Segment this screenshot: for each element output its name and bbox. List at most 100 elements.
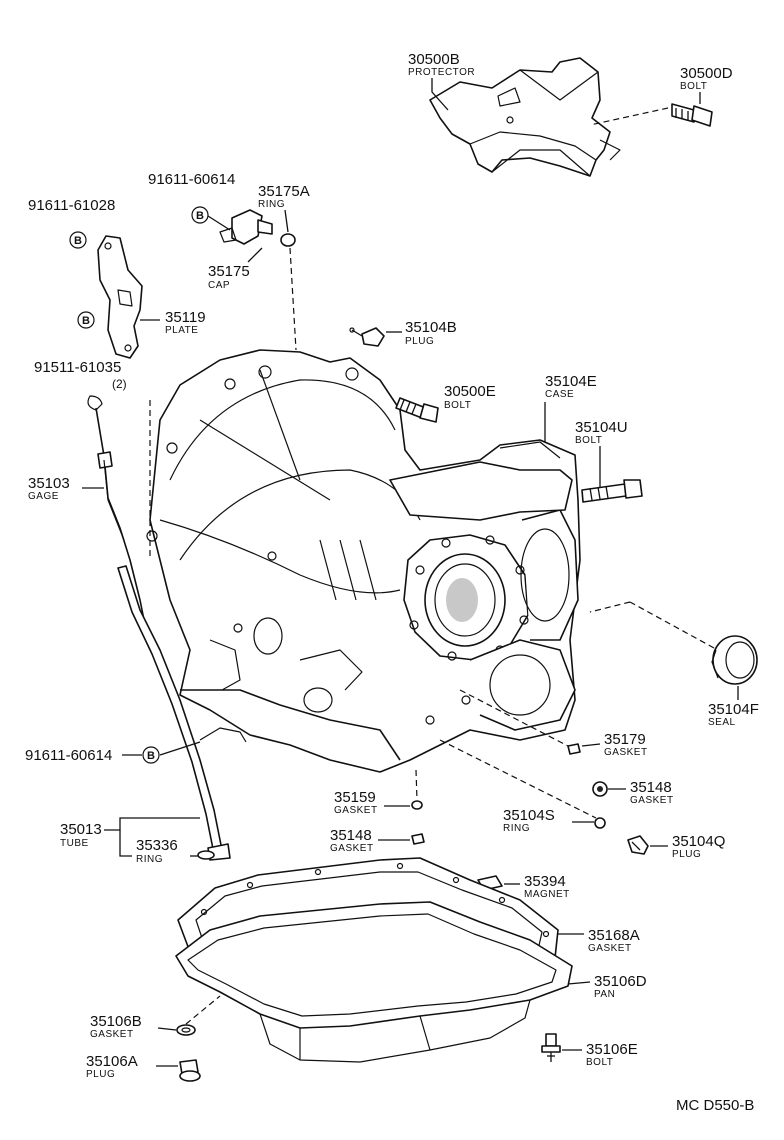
svg-text:35104Q: 35104Q — [672, 833, 725, 850]
svg-text:BOLT: BOLT — [586, 1057, 613, 1068]
svg-text:B: B — [74, 235, 82, 247]
callout-35104U: 35104U BOLT — [575, 419, 628, 488]
svg-text:91611-60614: 91611-60614 — [148, 171, 235, 188]
callout-35336: 35336 RING — [136, 837, 215, 865]
callout-35119: 35119 PLATE — [140, 309, 206, 336]
svg-text:30500D: 30500D — [680, 65, 733, 82]
ring-35175A-part — [280, 233, 296, 247]
callout-35159: 35159 GASKET — [334, 789, 410, 816]
svg-text:30500E: 30500E — [444, 383, 496, 400]
svg-text:PAN: PAN — [594, 989, 615, 1000]
svg-text:CAP: CAP — [208, 280, 230, 291]
callout-35148-center: 35148 GASKET — [330, 827, 410, 854]
svg-text:35394: 35394 — [524, 873, 566, 890]
svg-text:91611-60614: 91611-60614 — [25, 747, 112, 764]
svg-text:RING: RING — [136, 854, 163, 865]
circle-b-icon — [77, 311, 95, 329]
circle-b-icon — [191, 206, 209, 224]
plug-35104B-part — [349, 327, 385, 347]
svg-text:RING: RING — [503, 823, 530, 834]
callout-35104Q: 35104Q PLUG — [650, 833, 725, 860]
svg-text:PROTECTOR: PROTECTOR — [408, 67, 475, 78]
svg-text:35104U: 35104U — [575, 419, 628, 436]
svg-text:B: B — [196, 210, 204, 222]
svg-text:35104F: 35104F — [708, 701, 759, 718]
svg-text:35148: 35148 — [630, 779, 672, 796]
svg-text:(2): (2) — [112, 377, 127, 391]
svg-text:TUBE: TUBE — [60, 838, 89, 849]
svg-text:B: B — [82, 315, 90, 327]
protector-part — [429, 57, 621, 177]
gasket-35148-center-part — [411, 833, 425, 845]
svg-text:GASKET: GASKET — [330, 843, 374, 854]
oil-pan-35106D-part — [175, 901, 573, 1063]
callout-91611-61028: 91611-61028 B — [28, 197, 115, 249]
svg-text:35175: 35175 — [208, 263, 250, 280]
svg-text:35159: 35159 — [334, 789, 376, 806]
svg-text:35148: 35148 — [330, 827, 372, 844]
callout-91611-60614-bot: 91611-60614 B — [25, 741, 201, 764]
svg-text:SEAL: SEAL — [708, 717, 736, 728]
gasket-35159-part — [411, 769, 423, 810]
svg-text:B: B — [147, 750, 155, 762]
svg-text:BOLT: BOLT — [444, 400, 471, 411]
filler-tube-part — [117, 400, 247, 861]
callout-35103: 35103 GAGE — [28, 475, 104, 502]
svg-text:PLUG: PLUG — [405, 336, 434, 347]
svg-text:PLATE: PLATE — [165, 325, 198, 336]
circle-b-icon — [69, 231, 87, 249]
callout-91511-61035: B 91511-61035 (2) — [34, 311, 127, 391]
svg-text:35104E: 35104E — [545, 373, 597, 390]
svg-text:GAGE: GAGE — [28, 491, 59, 502]
svg-text:BOLT: BOLT — [680, 81, 707, 92]
callout-35104F: 35104F SEAL — [708, 686, 759, 728]
pan-bolt-35106E-part — [541, 1033, 561, 1062]
svg-text:35336: 35336 — [136, 837, 178, 854]
cap-35175-part — [219, 209, 273, 263]
svg-text:35106B: 35106B — [90, 1013, 142, 1030]
svg-text:35104S: 35104S — [503, 807, 555, 824]
callout-35175A: 35175A RING — [258, 183, 310, 351]
svg-text:MAGNET: MAGNET — [524, 889, 570, 900]
diagram-code: MC D550-B — [676, 1097, 754, 1114]
seal-35104F-part — [589, 601, 758, 685]
oil-level-gage-part — [87, 395, 149, 641]
callout-35148-right: 35148 GASKET — [608, 779, 673, 806]
svg-text:PLUG: PLUG — [86, 1069, 115, 1080]
callout-35179: 35179 GASKET — [581, 731, 648, 758]
circle-b-icon — [142, 746, 160, 764]
svg-text:35013: 35013 — [60, 821, 102, 838]
drain-gasket-35106B-part — [176, 995, 221, 1036]
svg-text:GASKET: GASKET — [334, 805, 378, 816]
svg-text:91611-61028: 91611-61028 — [28, 197, 115, 214]
bolt-30500D — [671, 103, 713, 127]
bolt-30500D-label: 30500D BOLT — [589, 65, 733, 126]
gasket-35179-part — [459, 689, 581, 755]
callout-35104B: 35104B PLUG — [386, 319, 457, 347]
bolt-35104U-part — [581, 479, 643, 503]
svg-text:35106D: 35106D — [594, 973, 647, 990]
svg-text:35106E: 35106E — [586, 1041, 638, 1058]
svg-text:GASKET: GASKET — [90, 1029, 134, 1040]
svg-text:35103: 35103 — [28, 475, 70, 492]
callout-35106E: 35106E BOLT — [562, 1041, 638, 1068]
callout-35168A: 35168A GASKET — [558, 927, 640, 954]
callout-35175: 35175 CAP — [208, 263, 250, 291]
ring-35104S-part — [439, 739, 606, 829]
callout-91611-60614-top: 91611-60614 B — [148, 171, 235, 231]
svg-text:91511-61035: 91511-61035 — [34, 359, 121, 376]
svg-text:35175A: 35175A — [258, 183, 310, 200]
callout-35394: 35394 MAGNET — [504, 873, 570, 900]
drain-plug-35106A-part — [179, 1059, 201, 1082]
svg-text:30500B: 30500B — [408, 51, 460, 68]
transaxle-case-part — [146, 349, 581, 773]
callout-35106B: 35106B GASKET — [90, 1013, 177, 1040]
svg-text:GASKET: GASKET — [604, 747, 648, 758]
svg-text:35119: 35119 — [165, 309, 206, 326]
callout-35013: 35013 TUBE — [60, 817, 200, 857]
svg-text:35179: 35179 — [604, 731, 646, 748]
svg-text:PLUG: PLUG — [672, 849, 701, 860]
plate-35119-part — [97, 235, 143, 359]
svg-text:GASKET: GASKET — [588, 943, 632, 954]
